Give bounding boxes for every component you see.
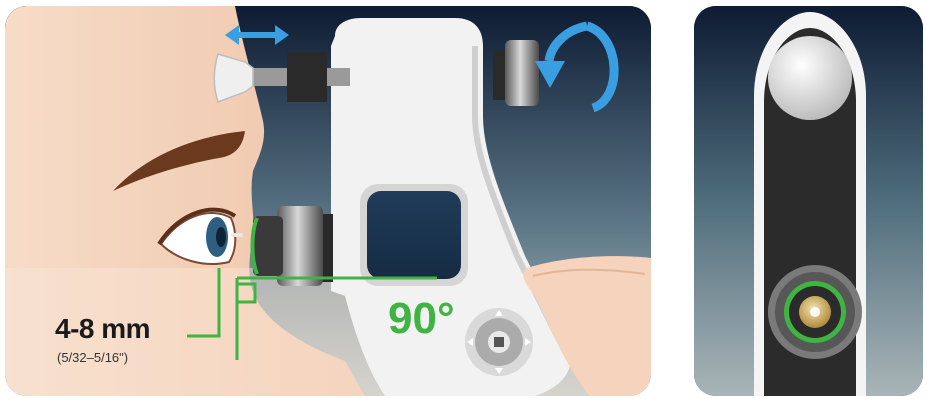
probe-tip <box>231 233 243 237</box>
adjust-knob <box>505 40 539 106</box>
angle-label: 90° <box>388 294 455 344</box>
device-side-view-panel: 4-8 mm (5/32–5/16") 90° <box>5 6 651 396</box>
probe-front-view <box>768 265 862 359</box>
rod-housing <box>287 52 327 102</box>
distance-measurement-imperial: (5/32–5/16") <box>57 350 128 365</box>
dpad-icon <box>465 308 533 376</box>
forehead-rest-ball <box>768 36 852 120</box>
distance-measurement: 4-8 mm <box>55 313 150 345</box>
device-screen <box>367 191 461 279</box>
probe-front <box>253 216 283 276</box>
front-view-illustration <box>694 6 923 396</box>
device-front-view-panel <box>694 6 923 396</box>
eye-pupil <box>216 227 226 247</box>
probe-barrel <box>277 206 323 286</box>
